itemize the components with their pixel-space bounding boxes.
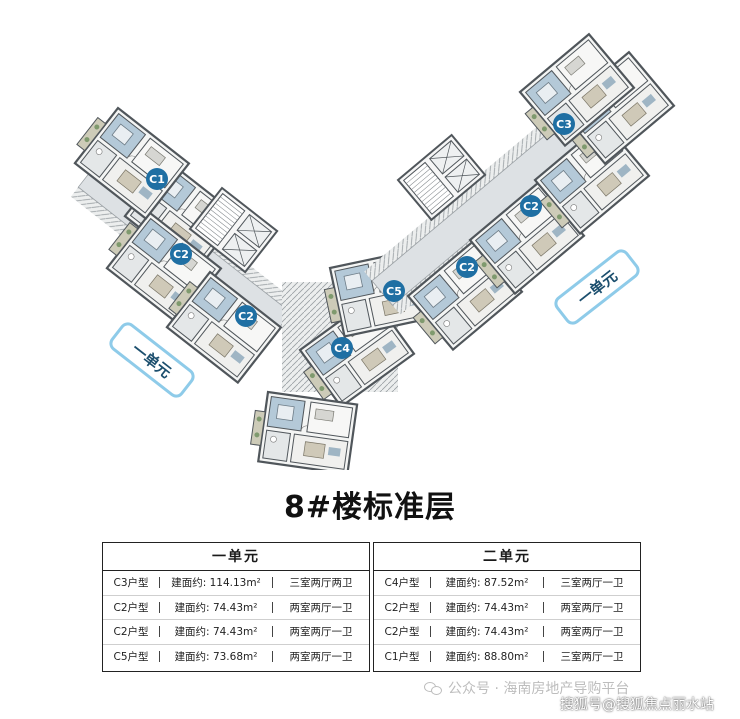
unit-table-1: 一单元 C3户型 建面约: 114.13m² 三室两厅两卫 C2户型 建面约: … xyxy=(102,542,370,672)
unit-area: 建面约: 74.43m² xyxy=(174,601,258,614)
unit-badge: C2 xyxy=(456,256,478,278)
table-row: C3户型 建面约: 114.13m² 三室两厅两卫 xyxy=(103,571,369,596)
table-row: C5户型 建面约: 73.68m² 两室两厅一卫 xyxy=(103,645,369,670)
unit-layout: 三室两厅一卫 xyxy=(560,651,624,664)
unit-layout: 两室两厅一卫 xyxy=(289,626,353,639)
unit-layout: 三室两厅一卫 xyxy=(560,577,624,590)
unit-layout: 三室两厅两卫 xyxy=(289,577,353,590)
watermark-text: 公众号 · 海南房地产导购平台 xyxy=(448,681,630,697)
unit-type: C2户型 xyxy=(384,601,420,614)
svg-text:C2: C2 xyxy=(238,310,254,323)
unit-area: 建面约: 114.13m² xyxy=(171,577,261,590)
table-row: C2户型 建面约: 74.43m² 两室两厅一卫 xyxy=(103,620,369,645)
unit-area: 建面约: 88.80m² xyxy=(445,651,529,664)
svg-text:C2: C2 xyxy=(523,200,539,213)
unit-type: C2户型 xyxy=(384,626,420,639)
unit-area: 建面约: 74.43m² xyxy=(174,626,258,639)
svg-text:C3: C3 xyxy=(556,118,572,131)
unit-badge: C2 xyxy=(170,243,192,265)
unit-type: C1户型 xyxy=(384,651,420,664)
table-row: C1户型 建面约: 88.80m² 三室两厅一卫 xyxy=(374,645,640,670)
unit-table-2: 二单元 C4户型 建面约: 87.52m² 三室两厅一卫 C2户型 建面约: 7… xyxy=(373,542,641,672)
unit-layout: 两室两厅一卫 xyxy=(560,626,624,639)
unit-layout: 两室两厅一卫 xyxy=(289,651,353,664)
unit-type: C2户型 xyxy=(113,601,149,614)
page-title: 8#楼标准层 xyxy=(283,490,456,525)
unit-layout: 两室两厅一卫 xyxy=(289,601,353,614)
table-header: 二单元 xyxy=(374,543,640,571)
svg-text:C4: C4 xyxy=(334,342,350,355)
unit-badge: C1 xyxy=(146,168,168,190)
unit-type: C2户型 xyxy=(113,626,149,639)
watermark-sohu: 搜狐号@搜狐焦点丽水站 xyxy=(560,697,714,713)
svg-text:C2: C2 xyxy=(459,261,475,274)
unit-area: 建面约: 87.52m² xyxy=(445,577,529,590)
unit-badge: C4 xyxy=(331,337,353,359)
unit-type: C3户型 xyxy=(113,577,149,590)
svg-text:C2: C2 xyxy=(173,248,189,261)
unit-badge: C5 xyxy=(383,280,405,302)
table-row: C4户型 建面约: 87.52m² 三室两厅一卫 xyxy=(374,571,640,596)
svg-text:C5: C5 xyxy=(386,285,402,298)
wechat-icon xyxy=(424,680,443,696)
unit-type: C5户型 xyxy=(113,651,149,664)
watermark-wechat: 公众号 · 海南房地产导购平台 xyxy=(424,678,629,698)
section-label-right: 一单元 xyxy=(554,249,640,325)
table-header: 一单元 xyxy=(103,543,369,571)
unit-area: 建面约: 74.43m² xyxy=(445,626,529,639)
table-row: C2户型 建面约: 74.43m² 两室两厅一卫 xyxy=(374,620,640,645)
unit-area: 建面约: 74.43m² xyxy=(445,601,529,614)
unit-layout: 两室两厅一卫 xyxy=(560,601,624,614)
unit-badge: C2 xyxy=(520,195,542,217)
unit-type: C4户型 xyxy=(384,577,420,590)
floor-plan: C1 C2 C2 C4 C5 C2 C2 C3 一单元 一单元 xyxy=(65,33,676,470)
table-row: C2户型 建面约: 74.43m² 两室两厅一卫 xyxy=(374,596,640,620)
unit-badge: C3 xyxy=(553,113,575,135)
unit-badge: C2 xyxy=(235,305,257,327)
table-row: C2户型 建面约: 74.43m² 两室两厅一卫 xyxy=(103,596,369,620)
unit-area: 建面约: 73.68m² xyxy=(174,651,258,664)
svg-text:C1: C1 xyxy=(149,173,165,186)
